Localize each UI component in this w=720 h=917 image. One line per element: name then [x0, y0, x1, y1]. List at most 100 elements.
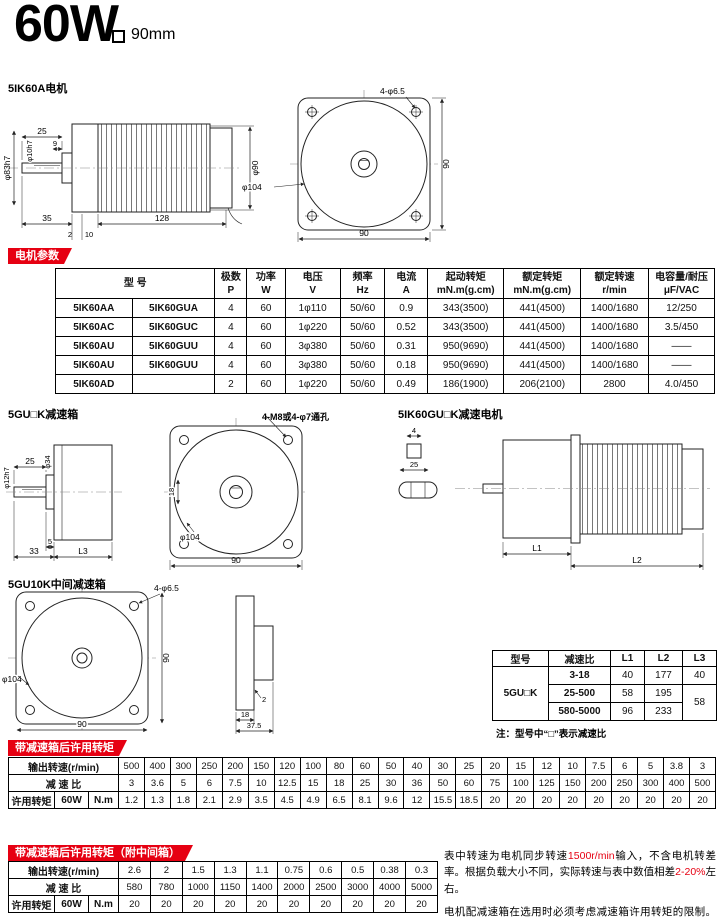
table-cell: 20 [585, 791, 613, 809]
table-cell: 441(4500) [503, 336, 581, 356]
table-cell: 15 [507, 757, 535, 775]
table-cell: 20 [118, 895, 151, 913]
table-cell: 4 [214, 317, 248, 337]
table-cell: 25 [455, 757, 483, 775]
motor-drawing-title: 5IK60A电机 [8, 83, 68, 95]
key-section [406, 443, 422, 459]
row-label-torque: 许用转矩 [8, 791, 55, 809]
table-cell: 100 [507, 774, 535, 792]
dim-bolt-circle: φ104 [180, 532, 200, 542]
dim-total-width: 37.5 [247, 721, 262, 730]
mounting-hole [25, 705, 35, 715]
col-model: 型号 [492, 650, 549, 667]
torque-section-label: 带减速箱后许用转矩 [8, 740, 127, 756]
table-cell: 0.9 [384, 298, 428, 318]
table-cell: 1.1 [245, 861, 279, 879]
table-cell: 25-500 [548, 684, 611, 703]
mounting-hole [179, 539, 189, 549]
mounting-hole [129, 601, 139, 611]
col-ratio: 减速比 [548, 650, 611, 667]
table-cell: 0.75 [277, 861, 311, 879]
motor-rear [681, 448, 704, 530]
table-cell: 80 [325, 757, 353, 775]
table-cell [131, 374, 216, 394]
table-cell: 5 [169, 774, 197, 792]
table-cell: 3.8 [663, 757, 690, 775]
table-cell: 60 [246, 298, 286, 318]
table-cell: 1φ220 [284, 374, 341, 394]
table-cell: 50/60 [339, 374, 386, 394]
table-cell: —— [648, 336, 715, 356]
table-cell: 50/60 [339, 298, 386, 318]
table-cell: 5IK60AA [55, 298, 133, 318]
table-cell: 950(9690) [426, 336, 505, 356]
dim-key-length: 25 [410, 460, 418, 469]
table-cell: 0.52 [384, 317, 428, 337]
mid-gearbox-side-view-drawing: 2 18 37.5 [235, 595, 274, 734]
mounting-hole [283, 539, 293, 549]
table-row: 580-5000 96 233 [493, 702, 717, 721]
table-cell: 1150 [213, 878, 247, 896]
row-label-unit: N.m [88, 791, 119, 809]
table-cell: 2.9 [221, 791, 249, 809]
frame-size-label: 90mm [131, 26, 176, 43]
table-cell: 20 [637, 791, 665, 809]
motor-flange [570, 434, 581, 544]
table-cell: 0.38 [373, 861, 407, 879]
table-cell: 7.5 [585, 757, 613, 775]
mounting-hole [179, 435, 189, 445]
table-cell: 0.3 [405, 861, 438, 879]
table-header-row: 型号 减速比 L1 L2 L3 [492, 650, 717, 667]
table-cell: 20 [688, 791, 717, 809]
table-cell: 1.3 [213, 861, 247, 879]
shaft-end-view [398, 481, 438, 499]
gearbox-dimensions-table: 型号 减速比 L1 L2 L3 5GU□K 3-18 40 177 40 25-… [492, 650, 717, 721]
table-cell: 2 [214, 374, 248, 394]
row-label-ratio: 减 速 比 [8, 878, 119, 896]
table-cell: 7.5 [221, 774, 249, 792]
table-cell: 3 [688, 757, 717, 775]
table-cell: 30 [377, 774, 405, 792]
table-cell: 4 [214, 336, 248, 356]
table-cell: 580 [118, 878, 151, 896]
model-cell: 5GU□K [492, 666, 549, 721]
table-cell: 120 [273, 757, 301, 775]
dim-body-dia: φ90 [250, 160, 260, 175]
table-row: 25-500 58 195 58 [493, 684, 717, 721]
table-cell: 206(2100) [503, 374, 581, 394]
table-cell: —— [648, 355, 715, 375]
table-cell: 780 [149, 878, 183, 896]
col-capacitor: 电容量/耐压 μF/VAC [648, 268, 715, 299]
table-cell: 15 [299, 774, 327, 792]
table-cell: 5IK60GUC [131, 317, 216, 337]
row-label-torque: 许用转矩 [8, 895, 55, 913]
dim-keyway-length: 9 [53, 139, 57, 148]
table-cell: 950(9690) [426, 355, 505, 375]
table-cell: 1400/1680 [579, 336, 650, 356]
note-text: 表中转速为电机同步转速 [444, 850, 568, 862]
dim-mounting-holes: 4-φ6.5 [380, 86, 405, 96]
table-cell: 18 [325, 774, 353, 792]
table-cell: 50 [377, 757, 405, 775]
table-cell: 5000 [405, 878, 438, 896]
table-cell: 177 [644, 666, 683, 685]
table-cell: 441(4500) [503, 298, 581, 318]
table-cell: 30 [429, 757, 457, 775]
table-cell: 1000 [181, 878, 215, 896]
table-cell: 20 [277, 895, 311, 913]
table-cell: 0.5 [341, 861, 375, 879]
table-cell: 4 [214, 298, 248, 318]
table-cell: 2 [149, 861, 183, 879]
mid-gearbox-front-view-drawing: 4-φ6.5 90 90 φ104 [2, 583, 179, 733]
table-cell: 1400/1680 [579, 317, 650, 337]
table-cell: 150 [559, 774, 587, 792]
table-cell: 1φ220 [284, 317, 341, 337]
table-cell: 125 [533, 774, 561, 792]
table-cell: 1.3 [143, 791, 171, 809]
table-cell: 50/60 [339, 336, 386, 356]
